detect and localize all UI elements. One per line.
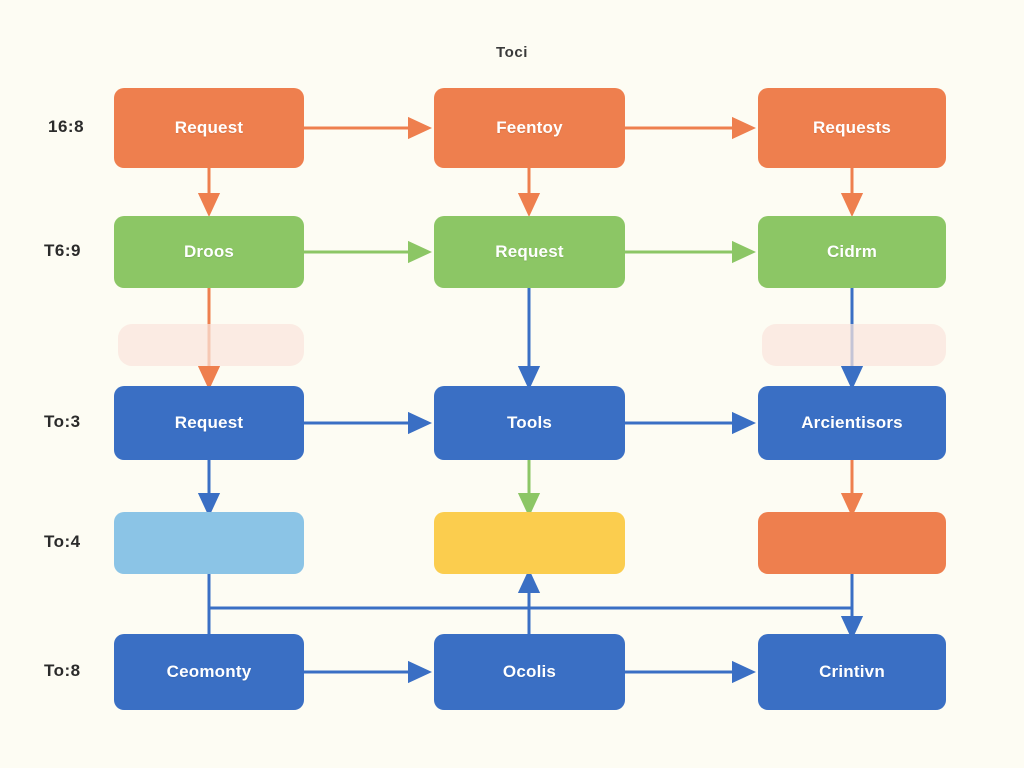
node-r1-c3[interactable]: Requests: [758, 88, 946, 168]
row-label-2: T6:9: [44, 241, 81, 260]
node-r4-c1[interactable]: [114, 512, 304, 574]
node-r2-c2[interactable]: Request: [434, 216, 625, 288]
row-label-1: 16:8: [48, 117, 85, 136]
node-r3-c3[interactable]: Arcientisors: [758, 386, 946, 460]
row-label-5: To:8: [44, 661, 81, 680]
node-r1-c2[interactable]: Feentoy: [434, 88, 625, 168]
diagram-title: Toci: [495, 44, 529, 61]
node-r5-c1[interactable]: Ceomonty: [114, 634, 304, 710]
node-r3-c2[interactable]: Tools: [434, 386, 625, 460]
node-r1-c1[interactable]: Request: [114, 88, 304, 168]
node-r5-c3[interactable]: Crintivn: [758, 634, 946, 710]
ghost-box-col3: [762, 324, 946, 366]
ghost-box-col1: [118, 324, 304, 366]
node-r2-c1[interactable]: Droos: [114, 216, 304, 288]
row-label-4: To:4: [44, 532, 81, 551]
node-r4-c3[interactable]: [758, 512, 946, 574]
node-r4-c2[interactable]: [434, 512, 625, 574]
node-r3-c1[interactable]: Request: [114, 386, 304, 460]
node-r2-c3[interactable]: Cidrm: [758, 216, 946, 288]
row-label-3: To:3: [44, 412, 81, 431]
node-r5-c2[interactable]: Ocolis: [434, 634, 625, 710]
